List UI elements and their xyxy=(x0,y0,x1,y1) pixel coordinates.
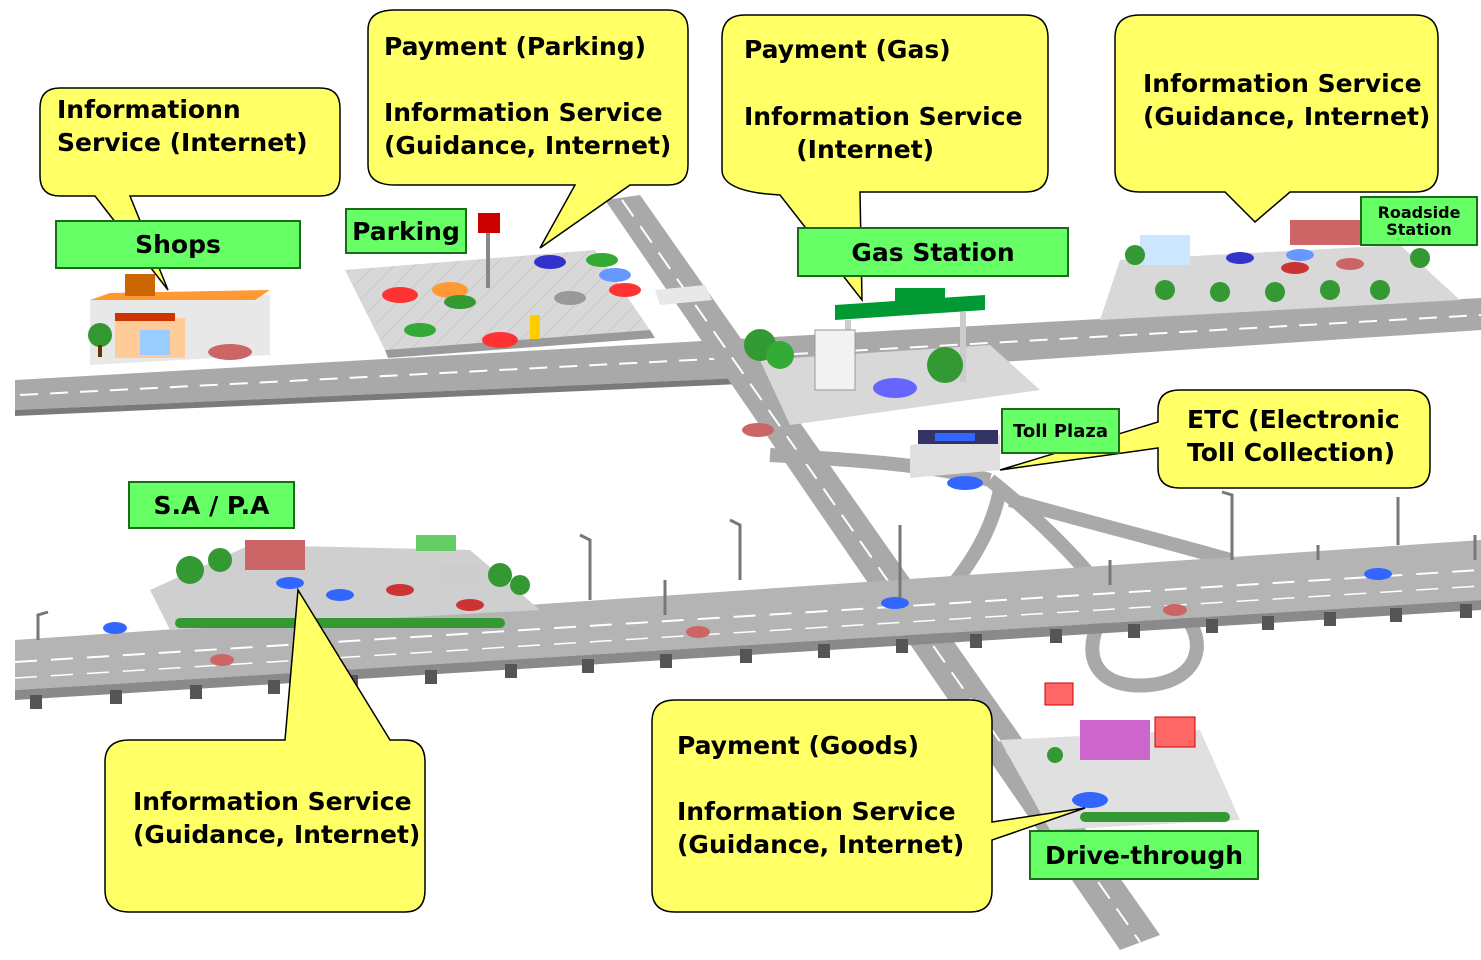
shops-bubble-text: Informationn Service (Internet) xyxy=(57,95,308,157)
label-drive-through: Drive-through xyxy=(1029,830,1259,880)
sapa-bubble-text: Information Service (Guidance, Internet) xyxy=(133,787,421,849)
parking-bubble-line2: Information Service (Guidance, Internet) xyxy=(384,98,672,160)
label-parking: Parking xyxy=(345,208,467,254)
toll-plaza-gate xyxy=(910,430,1000,490)
bubble-etc xyxy=(999,389,1431,489)
callout-bubbles xyxy=(39,9,1439,913)
gas-bubble-line1: Payment (Gas) xyxy=(744,35,951,64)
bubble-parking xyxy=(367,9,689,249)
label-shops: Shops xyxy=(55,220,301,269)
bubble-drive-through xyxy=(651,699,1086,913)
bubble-sapa xyxy=(104,587,426,913)
label-gas-station: Gas Station xyxy=(797,227,1069,277)
etc-bubble-text: ETC (Electronic Toll Collection) xyxy=(1187,405,1400,467)
label-roadside-station: Roadside Station xyxy=(1360,196,1478,246)
roadside-bubble-text: Information Service (Guidance, Internet) xyxy=(1143,69,1431,131)
auto-store-building xyxy=(88,274,270,365)
drive-through-bubble-line1: Payment (Goods) xyxy=(677,731,920,760)
service-area xyxy=(150,535,540,630)
drive-through-shop xyxy=(1000,682,1240,830)
vehicles xyxy=(103,423,1392,666)
roadside-station-lot xyxy=(1100,220,1460,320)
label-toll-plaza: Toll Plaza xyxy=(1001,408,1120,454)
parking-lot xyxy=(345,213,655,358)
label-sa-pa: S.A / P.A xyxy=(128,481,295,529)
gas-bubble-line2: Information Service (Internet) xyxy=(744,102,1023,164)
bubble-roadside xyxy=(1114,14,1439,224)
drive-through-bubble-line2: Information Service (Guidance, Internet) xyxy=(677,797,965,859)
parking-bubble-line1: Payment (Parking) xyxy=(384,32,647,61)
gas-station xyxy=(744,288,1040,425)
